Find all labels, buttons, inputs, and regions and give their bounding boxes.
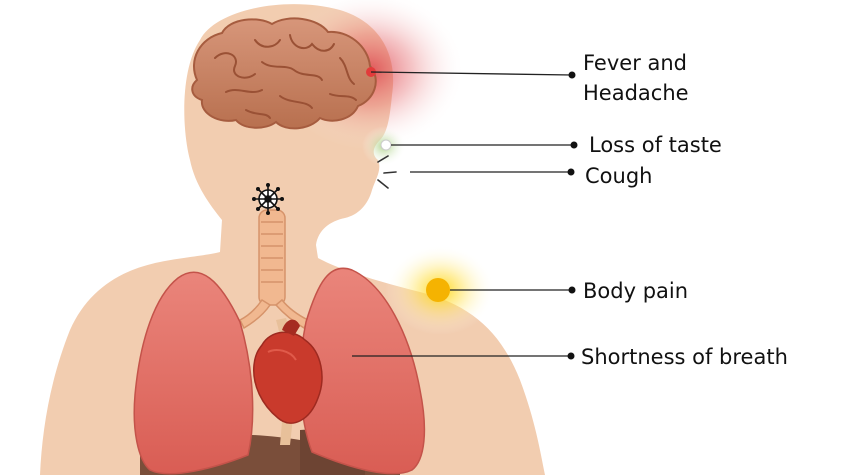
cough-end-dot: [568, 169, 575, 176]
label-loss-of-taste: Loss of taste: [589, 130, 722, 160]
body-pain-dot: [426, 278, 450, 302]
taste-dot: [381, 140, 391, 150]
brain-icon: [192, 18, 376, 128]
breath-end-dot: [568, 353, 575, 360]
taste-end-dot: [571, 142, 578, 149]
label-fever-line1: Fever and: [583, 48, 689, 78]
label-body-pain: Body pain: [583, 276, 688, 306]
label-cough: Cough: [585, 161, 652, 191]
label-fever-headache: Fever and Headache: [583, 48, 689, 108]
fever-end-dot: [569, 72, 576, 79]
pain-end-dot: [569, 287, 576, 294]
label-fever-line2: Headache: [583, 78, 689, 108]
label-shortness-of-breath: Shortness of breath: [581, 342, 788, 372]
leader-end-dots: [568, 72, 578, 360]
virus-icon: [252, 183, 284, 215]
